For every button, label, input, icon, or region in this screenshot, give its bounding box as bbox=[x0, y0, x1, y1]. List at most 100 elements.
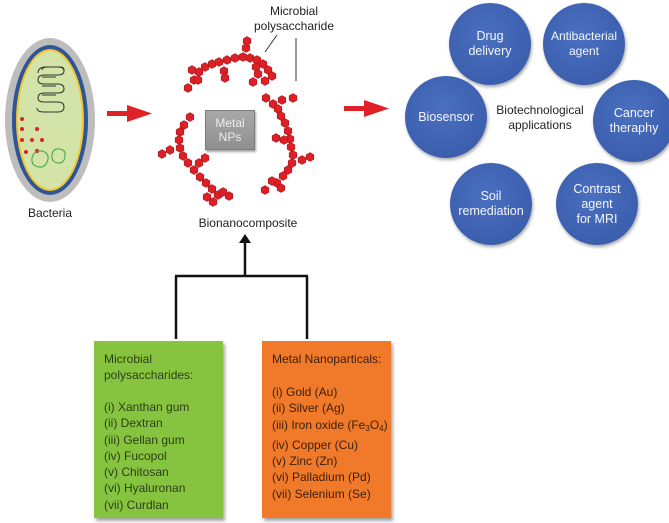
ribosome-dot bbox=[20, 138, 24, 142]
polysaccharide-bead bbox=[183, 158, 193, 168]
polysaccharide-bead bbox=[202, 192, 212, 202]
polysaccharide-bead bbox=[297, 155, 307, 165]
application-mri-contrast-agent: Contrast agent for MRI bbox=[556, 163, 638, 245]
polysaccharide-bead bbox=[238, 52, 248, 62]
polysaccharide-label: Microbial polysaccharide bbox=[253, 4, 335, 33]
polysaccharide-bead bbox=[187, 65, 197, 75]
polysaccharide-bead bbox=[224, 191, 234, 201]
vesicle-icon bbox=[31, 150, 49, 168]
list-item: (ii) Silver (Ag) bbox=[272, 401, 345, 416]
application-soil-remediation: Soil remediation bbox=[450, 163, 532, 245]
application-antibacterial-agent: Antibacterial agent bbox=[543, 3, 625, 85]
list-item: (i) Gold (Au) bbox=[272, 385, 338, 399]
polysaccharide-bead bbox=[283, 126, 293, 136]
polysaccharide-bead bbox=[253, 69, 263, 79]
arrow-bacteria-to-composite bbox=[107, 105, 152, 122]
polysaccharides-box: Microbial polysaccharides: (i) Xanthan g… bbox=[94, 341, 223, 518]
polysaccharide-bead bbox=[174, 135, 184, 145]
polysaccharides-list: (i) Xanthan gum (ii) Dextran (iii) Gella… bbox=[104, 399, 189, 513]
polysaccharide-bead bbox=[258, 59, 268, 69]
metals-box-title: Metal Nanoparticals: bbox=[272, 352, 382, 366]
polysaccharide-bead bbox=[175, 127, 185, 137]
ribosome-dot bbox=[24, 150, 28, 154]
polysaccharide-bead bbox=[276, 111, 286, 121]
vesicle-icon bbox=[51, 148, 66, 164]
polysaccharide-bead bbox=[305, 152, 315, 162]
metal-nps-label: Metal NPs bbox=[215, 116, 245, 144]
polysaccharide-bead bbox=[260, 76, 270, 86]
arrow-head-up bbox=[239, 234, 251, 243]
bacteria-cell bbox=[5, 38, 95, 202]
application-biosensor: Biosensor bbox=[405, 76, 487, 158]
polysaccharide-bead bbox=[277, 95, 287, 105]
list-item: (ii) Dextran bbox=[104, 416, 163, 431]
polysaccharide-bead bbox=[175, 143, 185, 153]
bacteria-cytoplasm bbox=[18, 51, 82, 189]
metal-nps-core: Metal NPs bbox=[205, 110, 255, 150]
ribosome-dot bbox=[35, 127, 39, 131]
polysaccharide-bead bbox=[245, 53, 255, 63]
bionanocomposite-label: Bionanocomposite bbox=[198, 216, 298, 230]
ribosome-dot bbox=[40, 138, 44, 142]
connector-arrow bbox=[174, 236, 309, 339]
polysaccharide-bead bbox=[286, 142, 296, 152]
polysaccharide-bead bbox=[207, 184, 217, 194]
polysaccharide-bead bbox=[288, 93, 298, 103]
polysaccharide-bead bbox=[242, 36, 252, 46]
nucleoid-dna-icon bbox=[36, 66, 65, 113]
polysaccharide-bead bbox=[193, 75, 203, 85]
list-item: (vii) Curdlan bbox=[104, 497, 169, 512]
list-item: (iii) Iron oxide (Fe3O4) bbox=[272, 417, 388, 433]
applications-center-label: Biotechnological applications bbox=[496, 103, 584, 132]
polysaccharide-bead bbox=[280, 118, 290, 128]
polysaccharide-bead bbox=[248, 77, 258, 87]
pointer-line bbox=[264, 34, 278, 53]
polysaccharide-bead bbox=[201, 178, 211, 188]
application-drug-delivery: Drug delivery bbox=[449, 3, 531, 85]
polysaccharide-bead bbox=[260, 185, 270, 195]
list-item: (v) Chitosan bbox=[104, 465, 169, 480]
polysaccharide-bead bbox=[271, 133, 281, 143]
ribosome-dot bbox=[30, 138, 34, 142]
polysaccharide-bead bbox=[278, 171, 288, 181]
list-item: (iii) Gellan gum bbox=[104, 432, 185, 447]
polysaccharide-bead bbox=[178, 151, 188, 161]
list-item: (iv) Fucopol bbox=[104, 448, 167, 463]
list-item: (i) Xanthan gum bbox=[104, 400, 190, 414]
ribosome-dot bbox=[20, 127, 24, 131]
polysaccharides-box-title: Microbial polysaccharides: bbox=[104, 352, 194, 383]
polysaccharide-bead bbox=[214, 57, 224, 67]
polysaccharide-chains bbox=[157, 36, 315, 207]
polysaccharide-bead bbox=[200, 153, 210, 163]
polysaccharide-bead bbox=[222, 55, 232, 65]
polysaccharide-bead bbox=[179, 120, 189, 130]
list-item: (vi) Palladium (Pd) bbox=[272, 470, 371, 485]
polysaccharide-bead bbox=[207, 59, 217, 69]
polysaccharide-bead bbox=[185, 112, 195, 122]
list-item: (v) Zinc (Zn) bbox=[272, 454, 338, 469]
polysaccharide-bead bbox=[208, 197, 218, 207]
polysaccharide-bead bbox=[288, 150, 298, 160]
ribosome-dot bbox=[20, 117, 24, 121]
polysaccharide-bead bbox=[267, 71, 277, 81]
polysaccharide-bead bbox=[195, 172, 205, 182]
arrow-composite-to-applications bbox=[344, 100, 389, 117]
polysaccharide-bead bbox=[276, 183, 286, 193]
polysaccharide-bead bbox=[287, 158, 297, 168]
metal-nanoparticles-box: Metal Nanoparticals: (i) Gold (Au) (ii) … bbox=[262, 341, 391, 518]
polysaccharide-bead bbox=[230, 53, 240, 63]
polysaccharide-bead bbox=[189, 165, 199, 175]
polysaccharide-bead bbox=[183, 83, 193, 93]
polysaccharide-bead bbox=[283, 165, 293, 175]
bacteria-label: Bacteria bbox=[27, 206, 73, 220]
polysaccharide-bead bbox=[200, 62, 210, 72]
list-item: (vii) Selenium (Se) bbox=[272, 486, 371, 501]
application-cancer-therapy: Cancer theraphy bbox=[593, 80, 669, 162]
list-item: (vi) Hyaluronan bbox=[104, 481, 186, 496]
polysaccharide-bead bbox=[157, 149, 167, 159]
polysaccharide-bead bbox=[267, 176, 277, 186]
polysaccharide-bead bbox=[261, 93, 271, 103]
polysaccharide-bead bbox=[241, 43, 251, 53]
polysaccharide-bead bbox=[279, 135, 289, 145]
